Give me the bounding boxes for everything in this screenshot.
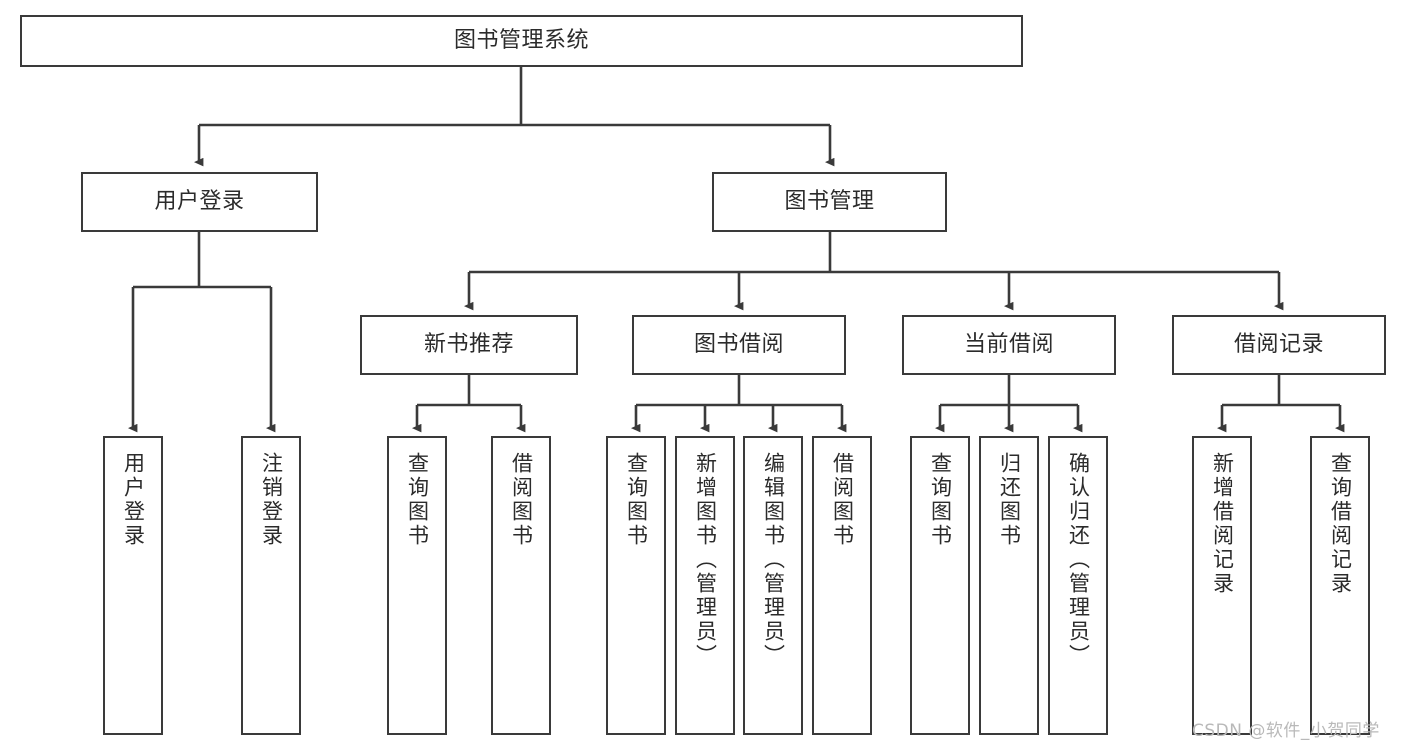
leaf-user-logout[interactable]: 注销登录 <box>241 436 301 735</box>
leaf-query-book-current[interactable]: 查询图书 <box>910 436 970 735</box>
node-user-login[interactable]: 用户登录 <box>81 172 318 232</box>
node-root-book-management-system[interactable]: 图书管理系统 <box>20 15 1023 67</box>
node-book-management[interactable]: 图书管理 <box>712 172 947 232</box>
leaf-user-login[interactable]: 用户登录 <box>103 436 163 735</box>
node-label: 查询图书 <box>624 452 649 548</box>
csdn-watermark: CSDN @软件_小贺同学 <box>1192 721 1380 741</box>
leaf-borrow-book-recommend[interactable]: 借阅图书 <box>491 436 551 735</box>
leaf-query-book-borrow[interactable]: 查询图书 <box>606 436 666 735</box>
node-label: 查询图书 <box>405 452 430 548</box>
leaf-borrow-book[interactable]: 借阅图书 <box>812 436 872 735</box>
node-borrow-record[interactable]: 借阅记录 <box>1172 315 1386 375</box>
node-label: 借阅图书 <box>830 452 855 548</box>
node-label: 借阅图书 <box>509 452 534 548</box>
leaf-edit-book-admin[interactable]: 编辑图书（管理员） <box>743 436 803 735</box>
node-label: 用户登录 <box>154 188 245 214</box>
leaf-query-book-recommend[interactable]: 查询图书 <box>387 436 447 735</box>
leaf-add-book-admin[interactable]: 新增图书（管理员） <box>675 436 735 735</box>
leaf-query-borrow-record[interactable]: 查询借阅记录 <box>1310 436 1370 735</box>
node-label: 编辑图书（管理员） <box>761 452 786 668</box>
node-label: 图书借阅 <box>693 331 784 357</box>
node-current-borrow[interactable]: 当前借阅 <box>902 315 1116 375</box>
leaf-return-book[interactable]: 归还图书 <box>979 436 1039 735</box>
node-label: 新书推荐 <box>423 331 514 357</box>
node-label: 新增图书（管理员） <box>693 452 718 668</box>
leaf-add-borrow-record[interactable]: 新增借阅记录 <box>1192 436 1252 735</box>
node-book-borrow[interactable]: 图书借阅 <box>632 315 846 375</box>
node-label: 查询图书 <box>928 452 953 548</box>
node-label: 当前借阅 <box>963 331 1054 357</box>
node-label: 查询借阅记录 <box>1328 452 1353 596</box>
node-label: 注销登录 <box>259 452 284 548</box>
node-label: 归还图书 <box>997 452 1022 548</box>
node-label: 确认归还（管理员） <box>1066 452 1091 668</box>
leaf-confirm-return-admin[interactable]: 确认归还（管理员） <box>1048 436 1108 735</box>
node-label: 用户登录 <box>121 452 146 548</box>
node-label: 图书管理 <box>784 188 875 214</box>
node-label: 图书管理系统 <box>453 27 589 53</box>
node-label: 借阅记录 <box>1233 331 1324 357</box>
node-label: 新增借阅记录 <box>1210 452 1235 596</box>
node-new-book-recommend[interactable]: 新书推荐 <box>360 315 578 375</box>
